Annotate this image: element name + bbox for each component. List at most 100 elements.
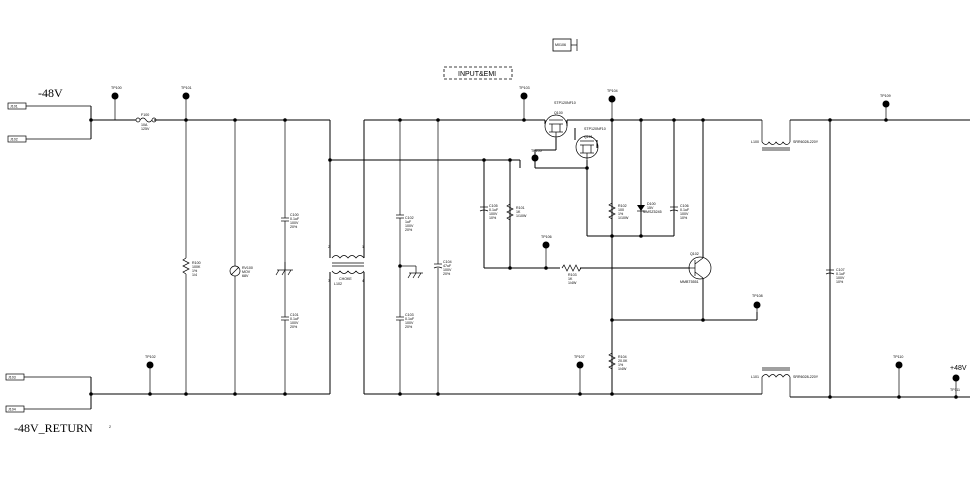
test-point-tp100: TP100: [111, 86, 122, 120]
svg-text:J101: J101: [10, 105, 18, 109]
junction-dots: [89, 118, 958, 399]
svg-text:Q101: Q101: [584, 135, 593, 139]
capacitor-c104: C104 47uF 100V 20%: [433, 120, 452, 394]
svg-text:SRR6028-220Y: SRR6028-220Y: [793, 140, 819, 144]
svg-text:20%: 20%: [405, 228, 413, 232]
svg-text:3: 3: [328, 279, 330, 283]
svg-text:0.1uF: 0.1uF: [290, 217, 300, 221]
svg-text:100V: 100V: [680, 212, 689, 216]
test-point-tp111: TP111: [950, 374, 960, 397]
svg-text:20.0K: 20.0K: [618, 359, 628, 363]
svg-text:20%: 20%: [405, 325, 413, 329]
connector-j103: J103: [5, 373, 91, 381]
svg-text:1/4: 1/4: [192, 273, 197, 277]
test-point-tp104: TP104: [607, 89, 618, 120]
svg-text:C106: C106: [680, 204, 689, 208]
svg-text:R101: R101: [516, 206, 525, 210]
svg-text:TP109: TP109: [880, 94, 891, 98]
svg-text:J102: J102: [10, 138, 18, 142]
svg-text:TP105: TP105: [531, 149, 542, 153]
svg-text:20%: 20%: [290, 325, 298, 329]
capacitor-c101: C101 0.1uF 100V 20%: [281, 313, 300, 394]
svg-text:1%: 1%: [192, 269, 198, 273]
resistor-r104: R104 20.0K 1% 1/4W: [608, 352, 628, 371]
svg-text:125V: 125V: [141, 127, 150, 131]
test-point-tp110: TP110: [893, 355, 903, 397]
svg-text:TP103: TP103: [519, 86, 530, 90]
svg-text:TP110: TP110: [893, 355, 903, 359]
svg-text:MMSZ5245: MMSZ5245: [643, 210, 662, 214]
svg-text:C102: C102: [405, 216, 414, 220]
svg-text:Q102: Q102: [690, 252, 699, 256]
svg-text:1/10W: 1/10W: [516, 214, 527, 218]
svg-text:100V: 100V: [443, 268, 452, 272]
svg-text:0.1uF: 0.1uF: [680, 208, 690, 212]
test-point-tp105: TP105: [531, 149, 542, 168]
svg-text:1: 1: [362, 245, 364, 249]
svg-text:20%: 20%: [443, 272, 451, 276]
svg-text:1/4W: 1/4W: [568, 281, 577, 285]
svg-text:100V: 100V: [405, 321, 414, 325]
fuse-f100: F100 10A 125V: [135, 113, 157, 131]
return-pin-label: 2: [109, 425, 111, 429]
svg-text:1uF: 1uF: [405, 220, 412, 224]
test-point-tp107: TP107: [574, 355, 585, 394]
svg-text:68V: 68V: [242, 274, 249, 278]
test-point-tp109: TP109: [880, 94, 891, 120]
svg-text:C107: C107: [836, 268, 845, 272]
svg-text:C104: C104: [443, 260, 452, 264]
svg-text:TP111: TP111: [950, 388, 960, 392]
svg-text:100: 100: [618, 208, 624, 212]
top-box: M0106: [552, 38, 578, 52]
capacitor-c103: C103 0.1uF 100V 20%: [396, 313, 415, 394]
svg-text:10%: 10%: [680, 216, 688, 220]
svg-text:CHOKE: CHOKE: [339, 277, 352, 281]
varistor-rv100: RV100 MOV 68V: [229, 120, 253, 394]
svg-text:R104: R104: [618, 355, 627, 359]
capacitor-c102: C102 1uF 100V 20%: [396, 120, 414, 317]
svg-text:TP108: TP108: [752, 294, 763, 298]
mosfet-q101: STP120NF10 Q101: [575, 127, 606, 160]
connector-j102: J102: [7, 135, 91, 143]
capacitor-c106: C106 0.1uF 100V 10%: [669, 204, 690, 220]
svg-text:STP120NF10: STP120NF10: [554, 101, 576, 105]
svg-text:0.1uF: 0.1uF: [836, 272, 846, 276]
svg-text:100V: 100V: [290, 321, 299, 325]
svg-text:10%: 10%: [836, 280, 844, 284]
svg-text:4: 4: [362, 279, 364, 283]
test-point-tp101: TP101: [181, 86, 192, 120]
svg-text:F100: F100: [141, 113, 149, 117]
svg-text:100K: 100K: [192, 265, 201, 269]
svg-text:MMBT5551: MMBT5551: [680, 280, 699, 284]
capacitor-c105: C105 0.1uF 100V 10%: [479, 204, 499, 220]
svg-text:100V: 100V: [836, 276, 845, 280]
svg-text:L102: L102: [334, 282, 342, 286]
test-point-tp106: TP106: [541, 235, 552, 268]
svg-text:TP104: TP104: [607, 89, 618, 93]
inductor-l101: L101 SRR6028-220Y: [751, 367, 819, 397]
capacitor-c107: C107 0.1uF 100V 10%: [825, 268, 846, 284]
svg-text:0.1uF: 0.1uF: [405, 317, 415, 321]
svg-text:J104: J104: [8, 408, 16, 412]
svg-text:Q100: Q100: [554, 111, 563, 115]
svg-text:1/10W: 1/10W: [618, 216, 629, 220]
svg-text:D100: D100: [647, 202, 656, 206]
svg-text:C100: C100: [290, 213, 299, 217]
svg-text:1%: 1%: [618, 363, 624, 367]
block-title: INPUT&EMI: [443, 66, 513, 80]
svg-text:15V: 15V: [647, 206, 654, 210]
svg-text:100V: 100V: [290, 221, 299, 225]
connector-j104: J104: [5, 405, 91, 413]
svg-text:M0106: M0106: [555, 43, 566, 47]
svg-text:R100: R100: [192, 261, 201, 265]
svg-text:TP101: TP101: [181, 86, 192, 90]
svg-text:100V: 100V: [489, 212, 498, 216]
transistor-q102: Q102 MMBT5551: [680, 252, 712, 284]
resistor-r100: R100 100K 1% 1/4: [182, 120, 201, 394]
svg-text:RV100: RV100: [242, 266, 253, 270]
svg-text:R103: R103: [568, 273, 577, 277]
svg-text:TP100: TP100: [111, 86, 122, 90]
inductor-l100: L100 SRR6028-220Y: [751, 120, 819, 151]
chassis-ground-2: [400, 265, 423, 279]
